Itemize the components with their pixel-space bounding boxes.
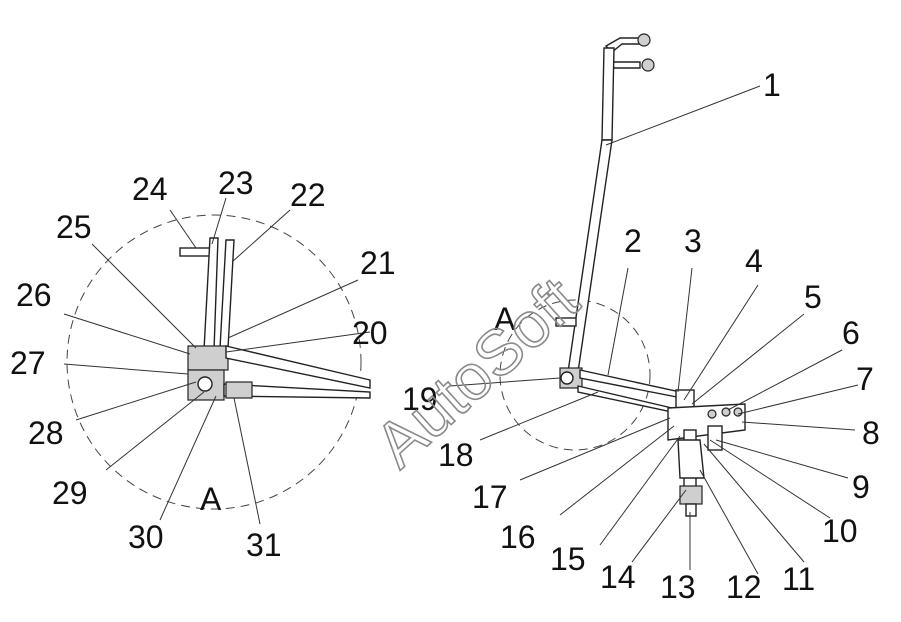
callout-15: 15 bbox=[550, 541, 586, 577]
callout-27: 27 bbox=[10, 345, 46, 381]
callout-9: 9 bbox=[852, 469, 870, 505]
callout-7: 7 bbox=[856, 361, 874, 397]
callout-17: 17 bbox=[472, 479, 508, 515]
callout-26: 26 bbox=[16, 277, 52, 313]
callout-2: 2 bbox=[624, 223, 642, 259]
callout-4: 4 bbox=[745, 243, 763, 279]
leader-lines bbox=[63, 85, 859, 575]
callout-20: 20 bbox=[352, 315, 388, 351]
detail-label-left: A bbox=[200, 481, 222, 517]
callout-29: 29 bbox=[52, 475, 88, 511]
callout-16: 16 bbox=[500, 519, 536, 555]
callout-6: 6 bbox=[842, 315, 860, 351]
callout-22: 22 bbox=[290, 177, 326, 213]
detail-a-circle bbox=[66, 214, 362, 510]
callout-19: 19 bbox=[402, 381, 438, 417]
detail-label-right: A bbox=[494, 301, 516, 337]
callout-labels: 1 2 3 4 5 6 7 8 9 10 11 12 13 14 15 16 1… bbox=[10, 67, 880, 605]
callout-18: 18 bbox=[438, 437, 474, 473]
callout-10: 10 bbox=[822, 513, 858, 549]
callout-11: 11 bbox=[782, 561, 815, 597]
detail-a-marker-circle bbox=[499, 299, 651, 451]
callout-30: 30 bbox=[128, 519, 164, 555]
callout-23: 23 bbox=[218, 165, 254, 201]
callout-5: 5 bbox=[804, 279, 822, 315]
callout-3: 3 bbox=[684, 223, 702, 259]
callout-21: 21 bbox=[360, 245, 396, 281]
callout-31: 31 bbox=[246, 527, 282, 563]
callout-1: 1 bbox=[763, 67, 781, 103]
callout-25: 25 bbox=[56, 209, 92, 245]
callout-24: 24 bbox=[132, 171, 168, 207]
callout-28: 28 bbox=[28, 415, 64, 451]
callout-12: 12 bbox=[726, 569, 762, 605]
main-assembly bbox=[555, 33, 746, 517]
detail-assembly bbox=[179, 237, 371, 401]
callout-13: 13 bbox=[660, 569, 696, 605]
callout-14: 14 bbox=[600, 559, 636, 595]
callout-8: 8 bbox=[862, 415, 880, 451]
